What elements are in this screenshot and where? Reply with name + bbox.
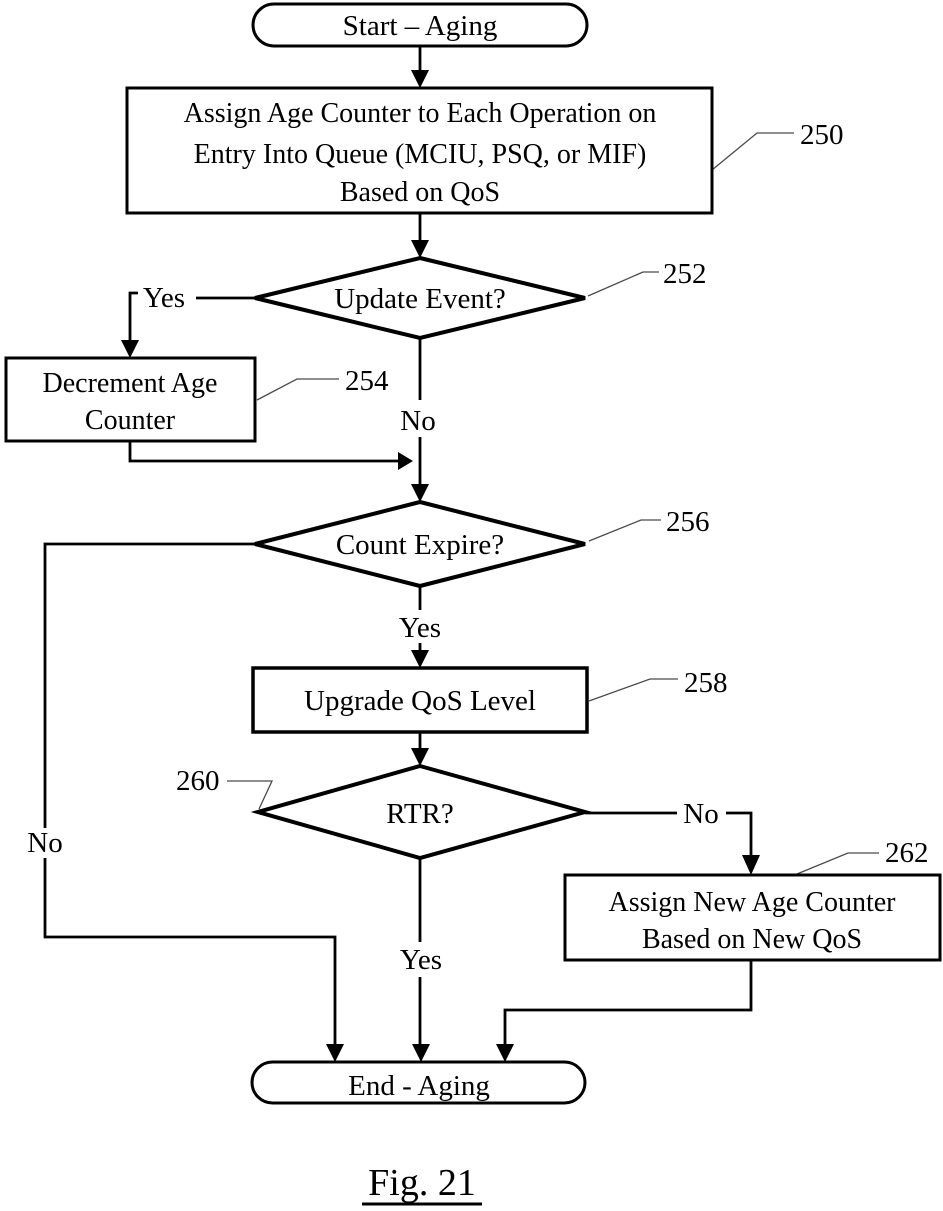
figure-caption: Fig. 21 [368, 1162, 476, 1204]
arrowhead [398, 452, 413, 470]
edge-update-no-line [411, 338, 429, 502]
arrowhead [411, 650, 429, 668]
ref-260-leader [227, 780, 274, 810]
arrow-upgrade-to-rtr [411, 732, 429, 766]
start-terminator [251, 2, 589, 48]
decrement-age-counter-line-2: Counter [85, 405, 176, 436]
ref-250-label: 250 [800, 119, 844, 151]
arrowhead [411, 748, 429, 766]
rtr-diamond [250, 763, 593, 861]
ref-254-label: 254 [345, 365, 389, 397]
arrowhead [411, 240, 429, 258]
ref-250-leader [711, 132, 794, 171]
update-event-label: Update Event? [334, 283, 506, 315]
ref-256-leader [588, 519, 661, 542]
assign-age-counter-box [125, 86, 714, 215]
edge-count-yes-line [411, 586, 429, 668]
assign-age-counter-line-1: Assign Age Counter to Each Operation on [184, 98, 657, 129]
ref-260-label: 260 [176, 765, 220, 797]
arrow-start-to-assign [411, 46, 429, 88]
ref-254-leader [256, 378, 339, 401]
start-label: Start – Aging [343, 10, 498, 42]
ref-258-leader [588, 678, 678, 702]
assign-new-age-counter-box [563, 873, 942, 962]
edge-rtr-yes-label: Yes [400, 944, 442, 976]
upgrade-qos-box [251, 666, 589, 734]
upgrade-qos-label: Upgrade QoS Level [304, 685, 536, 717]
edge-count-no-line [43, 542, 344, 1062]
ref-262-label: 262 [885, 837, 929, 869]
ref-262-leader [796, 852, 879, 875]
edge-update-yes-line [121, 291, 255, 358]
arrowhead [121, 340, 139, 358]
arrowhead [496, 1044, 514, 1062]
assign-new-age-counter-line-1: Assign New Age Counter [609, 887, 897, 918]
arrow-assign-to-update-event [411, 213, 429, 258]
edge-assign-new-exit-line [496, 960, 753, 1062]
arrowhead [411, 484, 429, 502]
edge-rtr-no-label: No [683, 798, 718, 830]
end-terminator [250, 1060, 587, 1105]
edge-update-no-label: No [400, 405, 435, 437]
update-event-diamond [254, 255, 586, 341]
arrowhead [326, 1044, 344, 1062]
edge-rtr-yes-line [412, 858, 430, 1062]
ref-258-label: 258 [684, 667, 728, 699]
edge-count-no-label: No [27, 827, 62, 859]
count-expire-diamond [254, 499, 586, 589]
edge-count-yes-label: Yes [399, 612, 441, 644]
assign-new-age-counter-line-2: Based on New QoS [642, 924, 862, 955]
rtr-label: RTR? [386, 798, 454, 830]
count-expire-label: Count Expire? [336, 529, 504, 561]
edge-rtr-no-line [585, 811, 760, 875]
decrement-age-counter-line-1: Decrement Age [43, 368, 218, 399]
edge-update-yes-label: Yes [143, 282, 185, 314]
assign-age-counter-line-3: Based on QoS [340, 177, 500, 208]
edge-decrement-return-line [128, 441, 413, 470]
ref-256-label: 256 [666, 506, 710, 538]
end-label: End - Aging [348, 1070, 490, 1102]
arrowhead [411, 70, 429, 88]
arrowhead [742, 855, 760, 875]
assign-age-counter-line-2: Entry Into Queue (MCIU, PSQ, or MIF) [194, 139, 647, 170]
decrement-age-counter-box [4, 356, 257, 443]
ref-252-leader [587, 271, 659, 297]
arrowhead [412, 1044, 430, 1062]
ref-252-label: 252 [663, 258, 707, 290]
